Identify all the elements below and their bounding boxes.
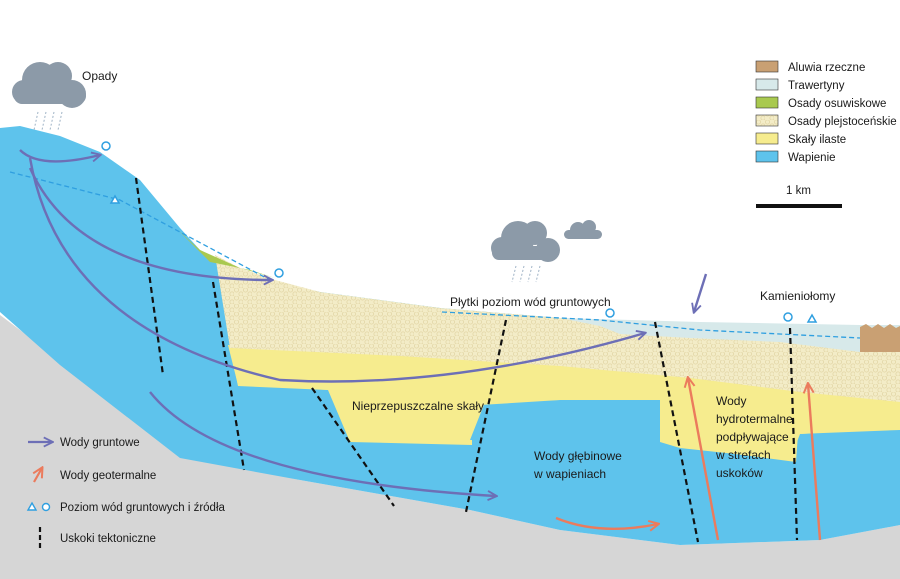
scale-label: 1 km [786,185,811,197]
legend-swatch-ilaste [756,133,778,144]
key-spring-icon [43,504,50,511]
gw-arrow-5 [694,274,706,312]
label-opady: Opady [82,69,117,83]
label-hydro-4: w strefach [715,448,771,462]
spring-icon [102,142,110,150]
cloud-icon [491,221,560,262]
legend-label: Aluwia rzeczne [788,62,865,74]
label-hydro-5: uskoków [716,466,763,480]
label-wody-glebinowe-2: w wapieniach [533,467,606,481]
label-hydro-3: podpływające [716,430,789,444]
legend: Aluwia rzeczne Trawertyny Osady osuwisko… [756,61,897,208]
spring-icon [275,269,283,277]
legend-label: Osady plejstoceńskie [788,116,897,128]
legend-swatch-osuwiskowe [756,97,778,108]
spring-icon [784,313,792,321]
legend-swatch-plejstocenskie [756,115,778,126]
legend-label: Trawertyny [788,80,845,92]
label-hydro-2: hydrotermalne [716,412,793,426]
cloud-icon [12,62,86,108]
alluvium-block [860,324,900,352]
label-plytki: Płytki poziom wód gruntowych [450,295,611,309]
legend-label: Wapienie [788,152,836,164]
cloud-icon [564,220,602,239]
legend-label: Skały ilaste [788,134,846,146]
label-kamieniolomy: Kamieniołomy [760,289,835,303]
rain-icon [34,112,62,130]
key-label-wody-geotermalne: Wody geotermalne [60,470,156,482]
key-label-wody-gruntowe: Wody gruntowe [60,437,140,449]
water-level-icon [808,315,816,322]
key-label-uskoki: Uskoki tektoniczne [60,533,156,545]
spring-icon [606,309,614,317]
legend-swatch-wapienie [756,151,778,162]
label-wody-glebinowe-1: Wody głębinowe [534,449,622,463]
key-label-poziom: Poziom wód gruntowych i źródła [60,502,226,514]
legend-swatch-aluwia [756,61,778,72]
label-nieprzepuszczalne: Nieprzepuszczalne skały [352,399,484,413]
scale-bar [756,204,842,208]
label-hydro-1: Wody [716,394,746,408]
rain-icon [512,266,540,282]
legend-label: Osady osuwiskowe [788,98,886,110]
legend-swatch-trawertyny [756,79,778,90]
